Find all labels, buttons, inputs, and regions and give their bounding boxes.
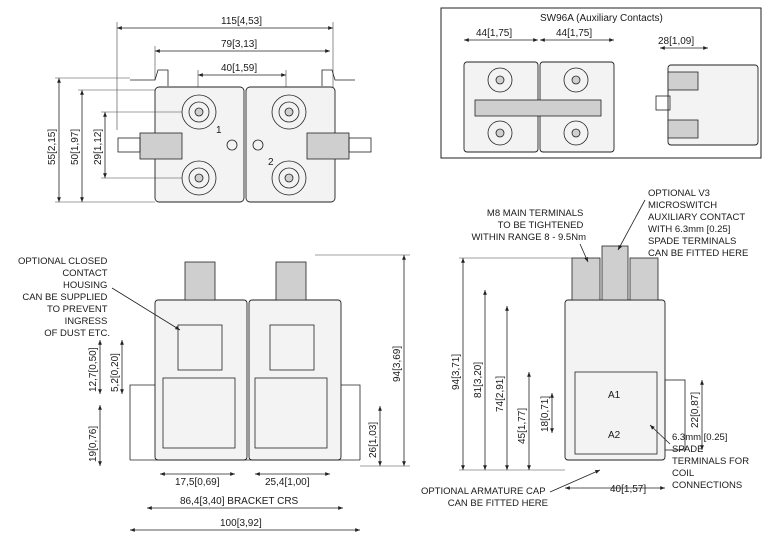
dim-top-115: 115[4,53] — [221, 16, 262, 27]
label-a2: A2 — [608, 430, 621, 441]
dim-front-86-4: 86,4[3,40] BRACKET CRS — [180, 496, 299, 507]
label-2: 2 — [268, 157, 274, 168]
dim-left-29: 29[1,12] — [93, 129, 104, 165]
dim-side-40: 40[1,57] — [610, 484, 646, 495]
dim-side-18: 18[0,71] — [540, 396, 551, 432]
dim-side-45: 45[1,77] — [517, 408, 528, 444]
dim-side-22: 22[0,87] — [690, 392, 701, 428]
dim-front-100: 100[3,92] — [220, 518, 262, 529]
note-armature: OPTIONAL ARMATURE CAP CAN BE FITTED HERE — [421, 486, 548, 509]
dim-front-19: 19[0,76] — [88, 426, 99, 462]
aux-title: SW96A (Auxiliary Contacts) — [540, 13, 663, 24]
dim-left-55: 55[2,15] — [47, 129, 58, 165]
dim-aux-28: 28[1,09] — [658, 36, 694, 47]
note-v3: OPTIONAL V3 MICROSWITCH AUXILIARY CONTAC… — [648, 188, 748, 259]
dim-aux-44b: 44[1,75] — [556, 28, 592, 39]
dim-front-12-7: 12,7[0,50] — [88, 347, 99, 392]
front-view: 94[3,69] 26[1,03] 12,7[0,50] 5,2[0,20] 1… — [18, 254, 410, 532]
dim-side-81: 81[3,20] — [473, 362, 484, 398]
label-1: 1 — [216, 125, 222, 136]
label-a1: A1 — [608, 390, 621, 401]
dim-aux-44a: 44[1,75] — [476, 28, 512, 39]
aux-contacts-box: SW96A (Auxiliary Contacts) 44[1,75] 44[1… — [440, 7, 762, 159]
dim-front-5-2: 5,2[0,20] — [110, 353, 121, 392]
note-m8: M8 MAIN TERMINALS TO BE TIGHTENED WITHIN… — [471, 208, 586, 243]
dim-side-94: 94[3,71] — [451, 354, 462, 390]
side-view: 94[3,71] 81[3,20] 74[2,91] 45[1,77] 18[0… — [421, 188, 752, 509]
top-view: 115[4,53] 79[3,13] 40[1,59] 1 2 — [47, 16, 372, 203]
dim-top-40: 40[1,59] — [221, 63, 257, 74]
note-spade: 6.3mm [0.25] SPADE TERMINALS FOR COIL CO… — [672, 432, 752, 491]
dim-front-94: 94[3,69] — [392, 346, 403, 382]
dim-front-17-5: 17,5[0,69] — [175, 477, 220, 488]
dim-left-50: 50[1,97] — [70, 129, 81, 165]
dim-front-25-4: 25,4[1,00] — [265, 477, 310, 488]
dim-front-26: 26[1,03] — [368, 422, 379, 458]
note-housing: OPTIONAL CLOSED CONTACT HOUSING CAN BE S… — [18, 256, 110, 339]
dim-side-74: 74[2,91] — [495, 376, 506, 412]
dim-top-79: 79[3,13] — [221, 39, 257, 50]
